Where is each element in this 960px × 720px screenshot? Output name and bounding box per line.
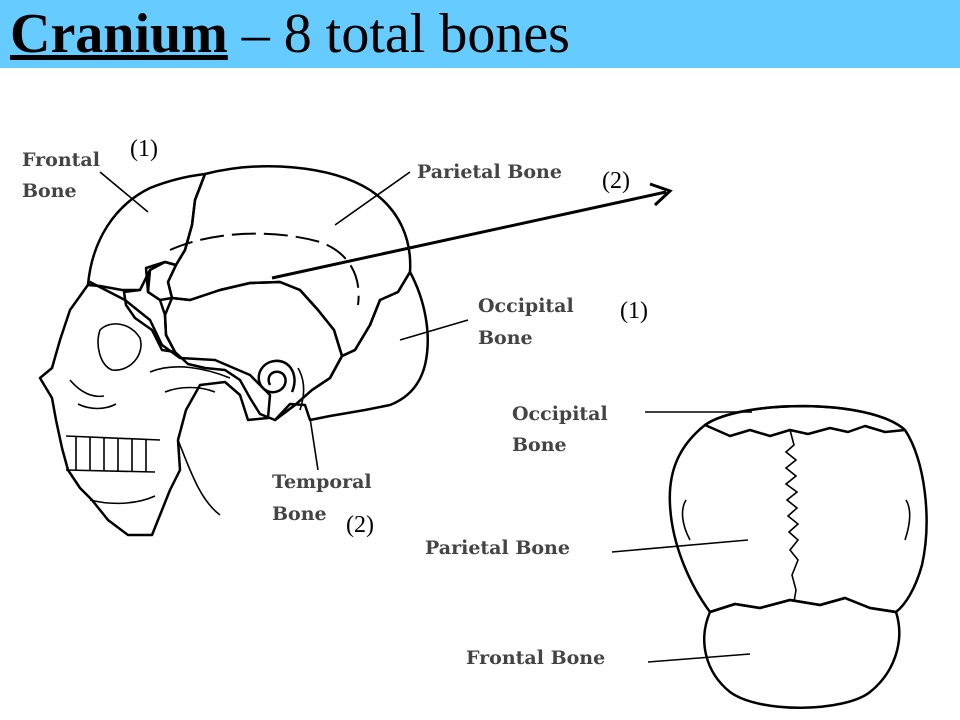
label-parietal-side: Parietal Bone — [417, 161, 562, 183]
occipital-bone-top — [703, 404, 907, 438]
cheekbone — [149, 366, 231, 393]
eye-socket — [97, 323, 142, 371]
label-frontal-side-line1: Frontal — [22, 149, 100, 171]
sagittal-suture — [784, 429, 800, 603]
title-bold: Cranium — [10, 3, 228, 65]
temporal-bone-side — [163, 280, 344, 422]
ear-spiral — [257, 359, 296, 394]
parietal-bone-top — [668, 404, 928, 614]
count-parietal: (2) — [602, 168, 630, 194]
title-rest: – 8 total bones — [227, 3, 570, 65]
label-frontal-top: Frontal Bone — [466, 647, 605, 669]
top-view-skull — [668, 404, 928, 709]
label-parietal-top: Parietal Bone — [425, 537, 570, 559]
nasal-cavity — [69, 379, 117, 410]
jaw-line — [89, 439, 221, 516]
parietal-side-line-right — [904, 499, 911, 541]
side-view-skull — [38, 165, 429, 537]
mastoid-process — [297, 367, 305, 411]
face-outline — [38, 280, 272, 537]
label-occipital-side-line1: Occipital — [478, 295, 574, 317]
teeth — [65, 435, 161, 473]
side-view-leaders — [99, 171, 469, 471]
label-occipital-top-line2: Bone — [512, 434, 567, 456]
count-temporal: (2) — [346, 512, 374, 538]
label-temporal-side-line2: Bone — [272, 503, 327, 525]
ethmoid-bone-side — [122, 268, 177, 354]
frontal-bone-top — [703, 596, 901, 709]
title-bar — [0, 0, 960, 68]
count-frontal: (1) — [130, 136, 158, 162]
parietal-side-line-left — [681, 499, 691, 541]
parietal-bone-side — [166, 165, 412, 358]
occipital-bone-side — [273, 270, 429, 422]
page-title: Cranium – 8 total bones — [10, 3, 570, 66]
label-occipital-side-line2: Bone — [478, 327, 533, 349]
label-occipital-top-line1: Occipital — [512, 403, 608, 425]
count-occipital: (1) — [620, 298, 648, 324]
label-temporal-side-line1: Temporal — [272, 471, 372, 493]
top-view-leaders — [611, 411, 752, 663]
parietal-arrow — [271, 182, 673, 280]
cranium-diagram: Frontal Bone Parietal Bone Occipital Bon… — [22, 136, 928, 709]
label-frontal-side-line2: Bone — [22, 180, 77, 202]
temporal-line — [169, 232, 360, 306]
